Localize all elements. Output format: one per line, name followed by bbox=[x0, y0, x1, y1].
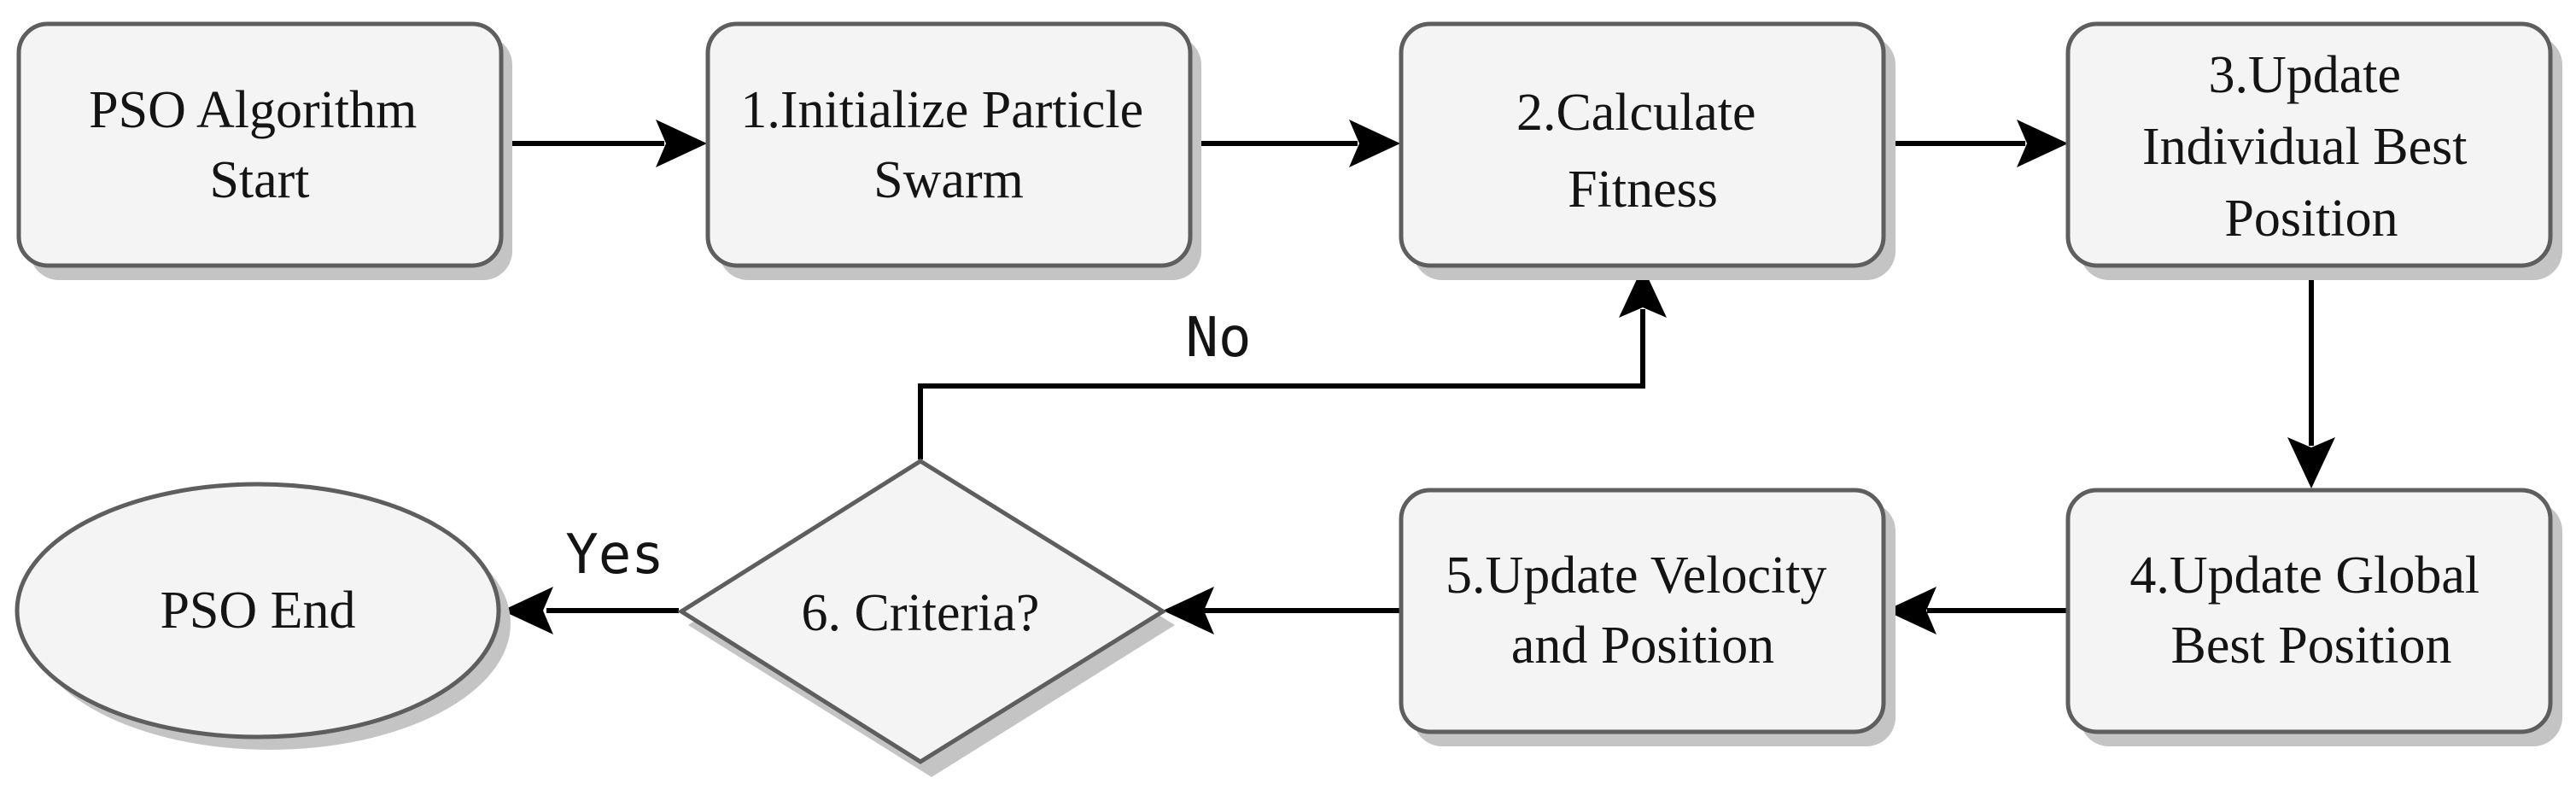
edge-fitness-to-individual-best bbox=[1885, 120, 2068, 167]
node-fitness-line-2: Fitness bbox=[1568, 161, 1718, 219]
node-initialize-swarm: 1.Initialize Particle Swarm bbox=[705, 21, 1201, 280]
node-velocity-line-2: and Position bbox=[1511, 617, 1774, 675]
node-start-line-1: PSO Algorithm bbox=[89, 81, 417, 139]
node-start: PSO Algorithm Start bbox=[16, 21, 512, 280]
node-end: PSO End bbox=[15, 482, 511, 750]
svg-text:2.Calculate Fitness: 2.Calculate Fitness bbox=[1516, 84, 1769, 219]
edge-individual-best-to-global-best bbox=[2287, 266, 2335, 488]
node-individual-best-line-1: 3.Update bbox=[2208, 46, 2401, 104]
svg-text:1.Initialize Particle Sw: 1.Initialize Particle Swarm bbox=[740, 81, 1156, 209]
edge-velocity-to-criteria bbox=[1163, 587, 1400, 634]
node-individual-best-line-3: Position bbox=[2224, 190, 2398, 248]
svg-text:5.Update Velocity and Po: 5.Update Velocity and Position bbox=[1446, 547, 1840, 675]
node-criteria-decision: 6. Criteria? bbox=[677, 459, 1175, 777]
node-init-line-1: 1.Initialize Particle bbox=[740, 81, 1143, 139]
edge-start-to-init bbox=[502, 120, 707, 167]
edge-global-best-to-velocity bbox=[1885, 587, 2068, 634]
node-update-velocity: 5.Update Velocity and Position bbox=[1399, 488, 1895, 746]
node-calculate-fitness: 2.Calculate Fitness bbox=[1399, 21, 1895, 280]
svg-text:4.Update Global Best Pos: 4.Update Global Best Position bbox=[2129, 547, 2492, 675]
node-global-best-line-1: 4.Update Global bbox=[2129, 547, 2480, 605]
node-criteria-label: 6. Criteria? bbox=[802, 584, 1040, 642]
svg-text:3.Update Individual Best: 3.Update Individual Best Position bbox=[2142, 46, 2480, 248]
node-start-line-2: Start bbox=[209, 151, 309, 209]
svg-text:PSO Algorithm Start: PSO Algorithm Start bbox=[89, 81, 430, 209]
node-fitness-line-1: 2.Calculate bbox=[1516, 84, 1756, 142]
edge-label-no: No bbox=[1185, 307, 1251, 370]
node-end-label: PSO End bbox=[160, 582, 355, 640]
edge-init-to-fitness bbox=[1189, 120, 1400, 167]
node-init-line-2: Swarm bbox=[873, 151, 1024, 209]
edges bbox=[502, 120, 2335, 634]
edge-criteria-yes-to-end bbox=[502, 587, 679, 634]
node-update-individual-best: 3.Update Individual Best Position bbox=[2065, 21, 2562, 280]
node-global-best-line-2: Best Position bbox=[2170, 617, 2451, 675]
edge-label-yes: Yes bbox=[565, 523, 664, 587]
node-update-global-best: 4.Update Global Best Position bbox=[2065, 488, 2562, 746]
node-velocity-line-1: 5.Update Velocity bbox=[1446, 547, 1827, 605]
node-individual-best-line-2: Individual Best bbox=[2142, 118, 2468, 176]
edge-criteria-no-to-fitness bbox=[918, 266, 1667, 459]
